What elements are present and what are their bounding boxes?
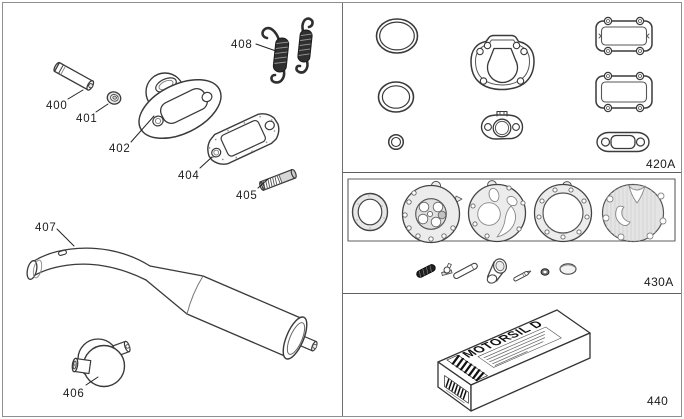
exhaust-springs-408-drawing [261,17,314,84]
carb-repair-kit-drawing [347,178,676,284]
crankcase-gasket-bottom [595,71,653,113]
metering-diaphragm [601,183,667,243]
horizontal-divider-2 [343,293,681,294]
small-nut [540,268,550,276]
pump-diaphragm [401,180,463,244]
rubber-mount-406-drawing [71,338,131,388]
horizontal-divider-1 [343,172,681,173]
o-ring-small [387,133,405,151]
metering-ring-gasket [533,181,593,243]
callout-408: 408 [231,39,253,51]
stud-405-drawing [259,168,297,191]
callout-400: 400 [46,100,68,112]
needle-pin [513,270,532,282]
panel-code-440: 440 [647,394,669,408]
box-front-face [470,332,591,412]
panel-code-420A: 420A [646,157,676,171]
callout-401: 401 [76,113,98,125]
metering-gasket-cutouts [467,180,527,243]
cylinder-head-gasket [470,34,535,91]
end-face-label [444,375,469,404]
exhaust-gasket-404-drawing [207,113,280,165]
welch-plug-disc [559,263,577,275]
vertical-divider [342,3,343,416]
crankcase-gasket-top [595,16,653,56]
sealant-box-drawing: MOTORSIL D [437,309,591,412]
panel-code-430A: 430A [644,275,674,289]
exhaust-port-gasket [596,131,650,153]
washer-401-drawing [106,91,122,105]
callout-404: 404 [178,170,200,182]
fine-print-block [477,326,562,368]
callout-407: 407 [35,222,57,234]
exhaust-manifold-402-drawing [138,72,222,140]
brand-stripe-logo [446,354,488,382]
inlet-spring [416,264,436,278]
exploded-parts-drawing: 400 401 402 404 405 406 407 408 [26,17,318,400]
kit-o-ring [351,192,389,232]
callout-406: 406 [63,388,85,400]
mount-stud-400-drawing [53,61,95,91]
o-ring-large [375,18,419,54]
gasket-set-drawing [375,16,653,153]
callout-405: 405 [236,190,258,202]
inlet-seat-plug [486,258,507,284]
inlet-needle-lever-assembly [441,262,478,280]
o-ring-medium [377,81,415,113]
exhaust-muffler-407-drawing [26,247,318,360]
callout-402: 402 [109,143,131,155]
carb-flange-gasket [480,110,524,140]
callout-leader-lines [56,43,277,386]
diaphragm-box [347,178,676,242]
